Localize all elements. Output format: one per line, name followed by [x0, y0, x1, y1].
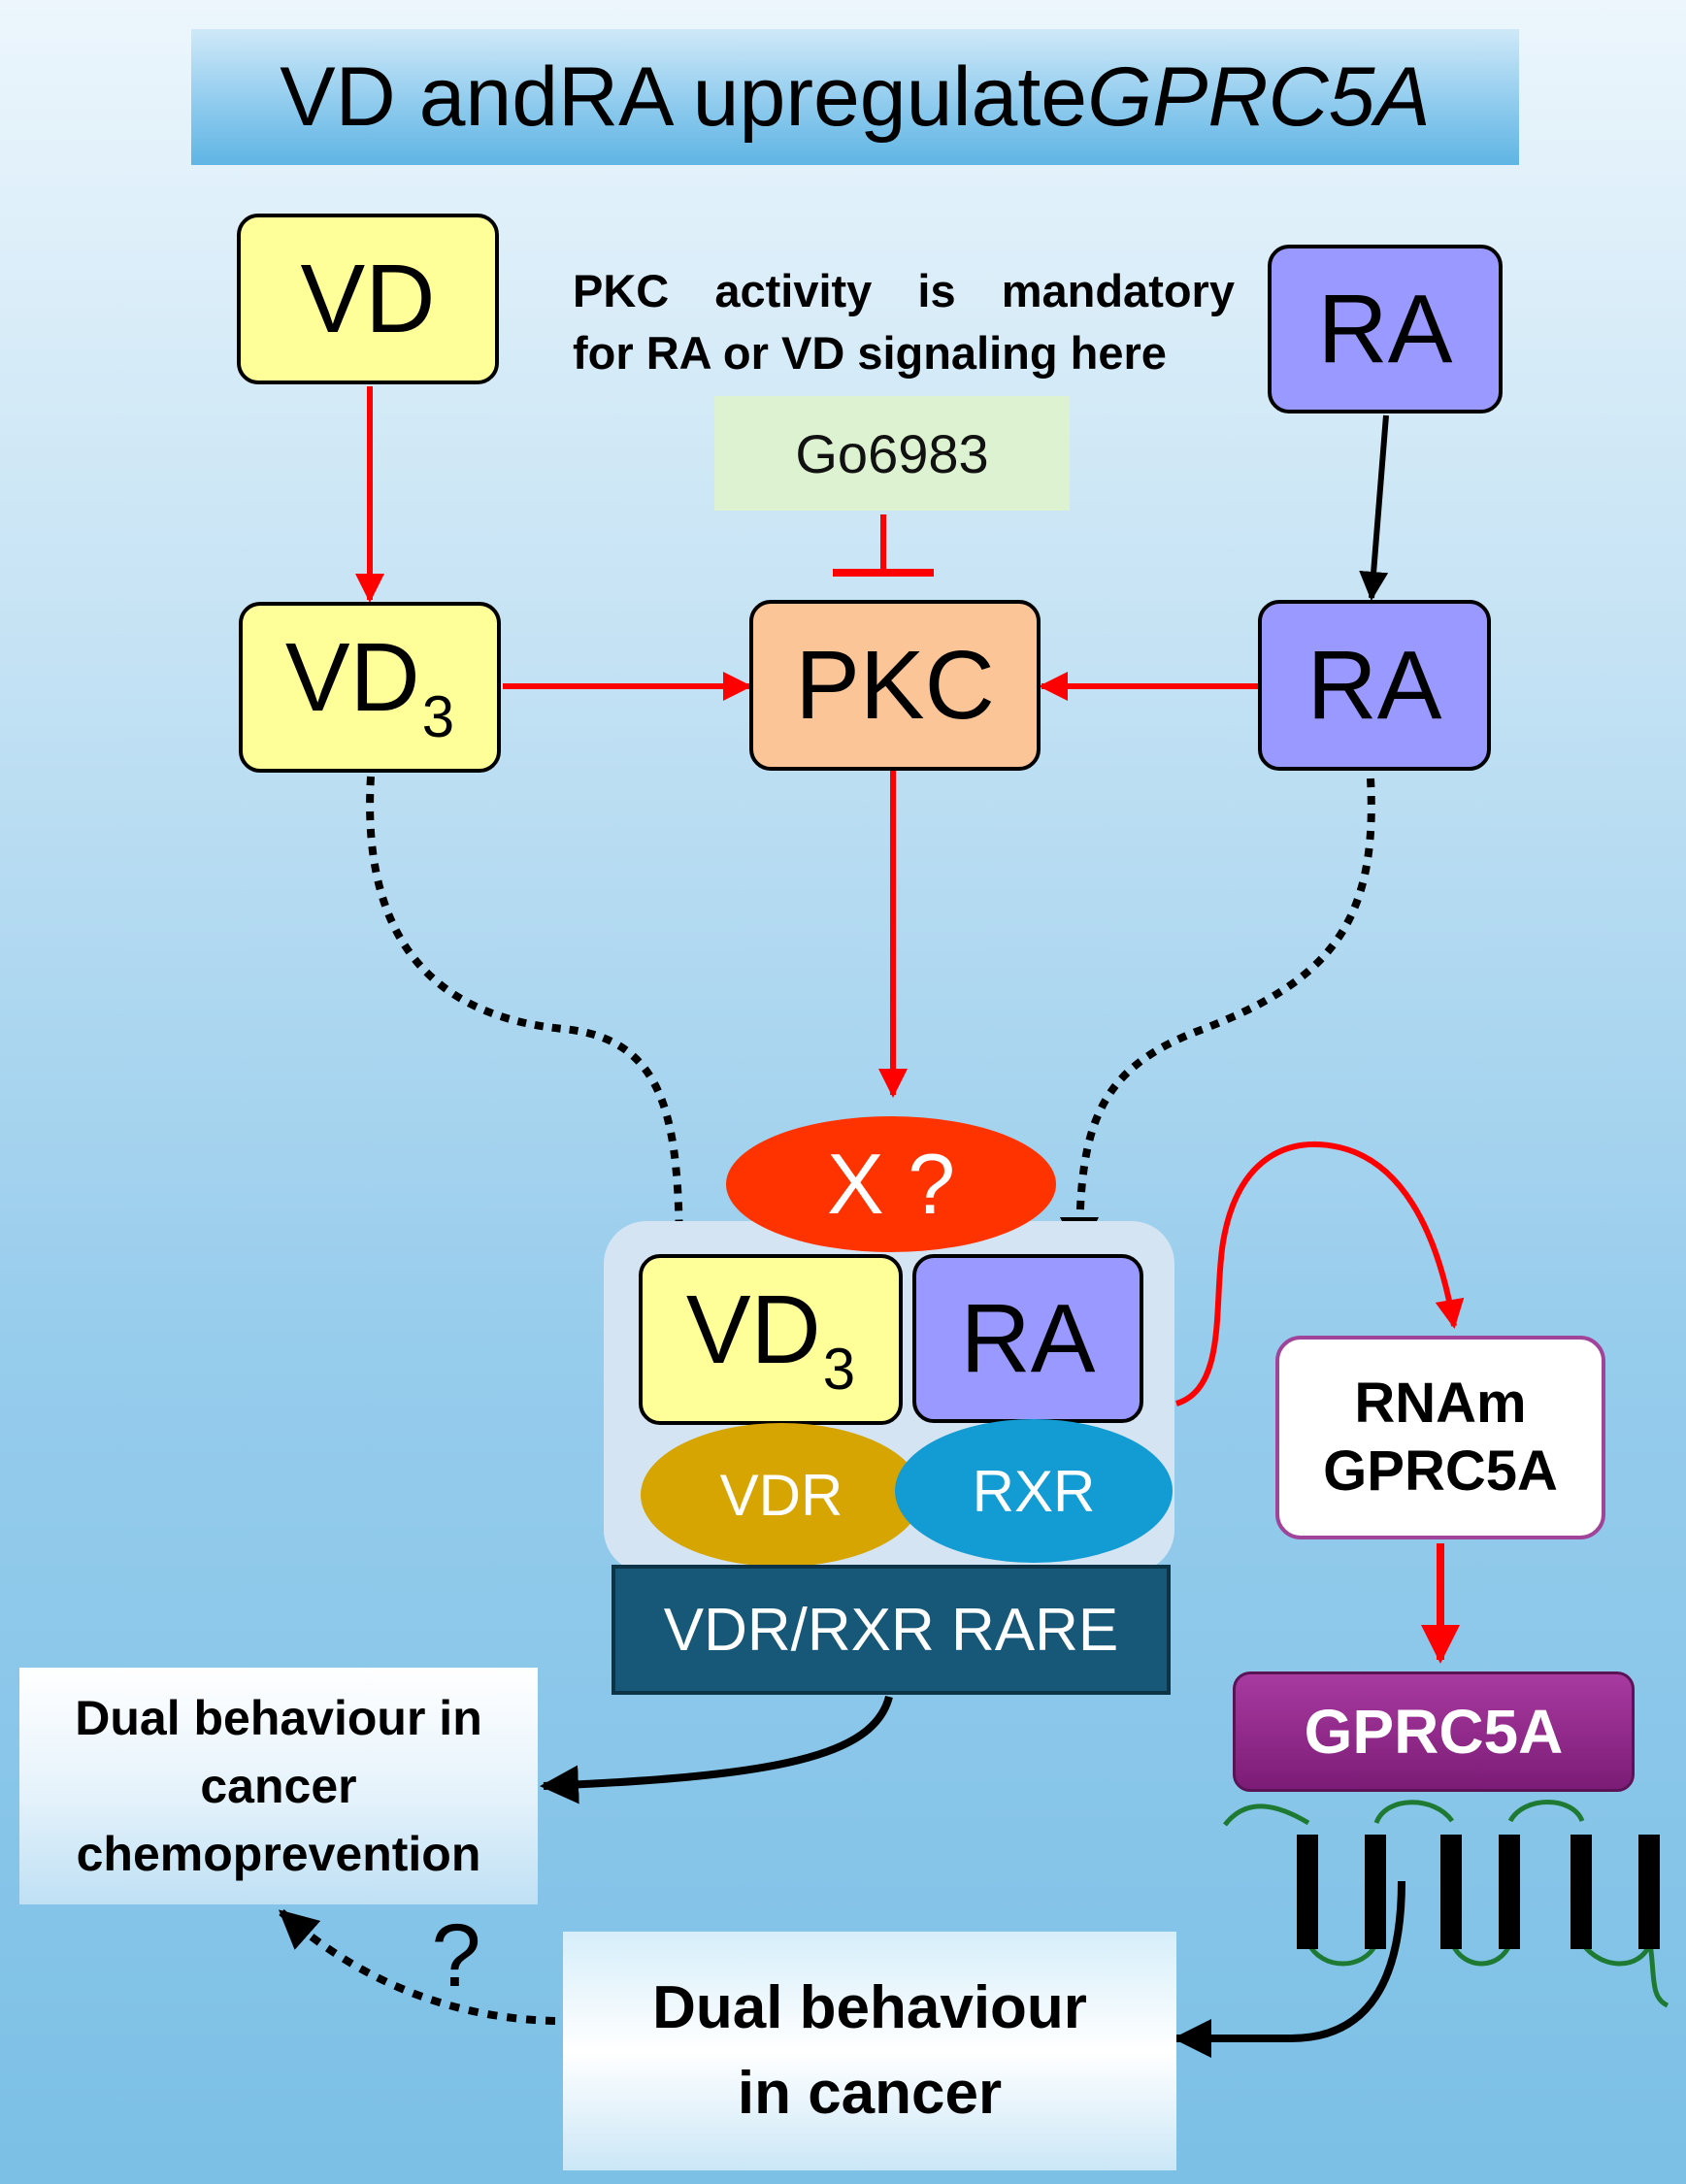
helix-3: [1440, 1835, 1462, 1949]
rare-element: VDR/RXR RARE: [612, 1565, 1171, 1695]
rnam-line1: RNAm: [1354, 1372, 1527, 1436]
node-ra-mid: RA: [1258, 600, 1491, 771]
gprc5a-protein: GPRC5A: [1233, 1671, 1635, 1792]
pkc-note-word: activity: [714, 265, 873, 316]
node-ra-mid-label: RA: [1306, 631, 1442, 740]
helix-4: [1499, 1835, 1520, 1949]
vdr-receptor: VDR: [641, 1423, 922, 1567]
node-vd3-label: VD3: [284, 622, 455, 749]
arrow-rare-to-chemoprevention: [540, 1695, 893, 1804]
pkc-note-line2: for RA or VD signaling here: [573, 327, 1167, 379]
question-mark-label: ?: [431, 1905, 481, 2005]
gprc5a-transmembrane-receptor: [1223, 1800, 1669, 2008]
pkc-note: PKC activity is mandatory for RA or VD s…: [573, 260, 1235, 384]
helix-5: [1570, 1835, 1592, 1949]
cancer-line2: in cancer: [737, 2060, 1003, 2127]
node-vd3: VD3: [239, 602, 501, 773]
node-vd-label: VD: [300, 245, 436, 353]
pkc-note-word: mandatory: [1001, 265, 1235, 316]
chemoprevention-line1: Dual behaviour in: [75, 1691, 482, 1745]
title-banner: VD andRA upregulate GPRC5A: [191, 29, 1519, 165]
complex-ra: RA: [912, 1254, 1143, 1423]
question-mark: ?: [417, 1903, 495, 2009]
dotted-ra-to-complex: [1060, 778, 1375, 1256]
helix-2: [1365, 1835, 1386, 1949]
rnam-gprc5a: RNAm GPRC5A: [1275, 1336, 1605, 1539]
unknown-factor-x: X ?: [726, 1116, 1056, 1252]
node-pkc-label: PKC: [795, 631, 995, 740]
node-pkc: PKC: [749, 600, 1041, 771]
rxr-receptor: RXR: [895, 1419, 1173, 1563]
helix-6: [1638, 1835, 1660, 1949]
unknown-factor-label: X ?: [826, 1136, 956, 1232]
node-vd: VD: [237, 214, 499, 384]
pkc-note-word: is: [917, 265, 956, 316]
rxr-label: RXR: [972, 1458, 1096, 1524]
node-ra-top-label: RA: [1317, 275, 1453, 383]
gprc5a-label: GPRC5A: [1304, 1697, 1564, 1767]
node-ra-top: RA: [1268, 245, 1503, 414]
helix-1: [1297, 1835, 1318, 1949]
inhibitor-go6983: Go6983: [714, 396, 1070, 511]
intracellular-loops: [1223, 1800, 1585, 1827]
dotted-vd3-to-complex: [366, 776, 699, 1270]
rare-label: VDR/RXR RARE: [663, 1596, 1119, 1664]
outcome-cancer: Dual behaviour in cancer: [563, 1932, 1176, 2170]
chemoprevention-line3: chemoprevention: [76, 1827, 481, 1881]
arrow-complex-to-rnam: [1174, 1141, 1465, 1406]
dotted-cancer-to-chemoprevention: [279, 1909, 556, 2025]
extracellular-loops: [1306, 1941, 1669, 2008]
complex-vd3: VD3: [639, 1254, 903, 1425]
title-gene: GPRC5A: [1087, 50, 1431, 144]
chemoprevention-line2: cancer: [200, 1759, 357, 1813]
pkc-note-word: PKC: [573, 265, 670, 316]
cancer-line1: Dual behaviour: [652, 1974, 1087, 2041]
rnam-line2: GPRC5A: [1323, 1439, 1558, 1503]
complex-vd3-label: VD3: [685, 1274, 856, 1402]
title-main: VD andRA upregulate: [280, 50, 1088, 144]
vdr-label: VDR: [719, 1462, 843, 1528]
arrow-gprc5a-to-cancer: [1173, 1880, 1405, 2058]
outcome-chemoprevention: Dual behaviour in cancer chemoprevention: [19, 1668, 538, 1904]
pkc-note-line1: PKC activity is mandatory: [573, 260, 1235, 322]
inhibitor-label: Go6983: [795, 422, 989, 484]
complex-ra-label: RA: [960, 1284, 1096, 1393]
arrow-ra-to-ra: [1359, 414, 1389, 601]
